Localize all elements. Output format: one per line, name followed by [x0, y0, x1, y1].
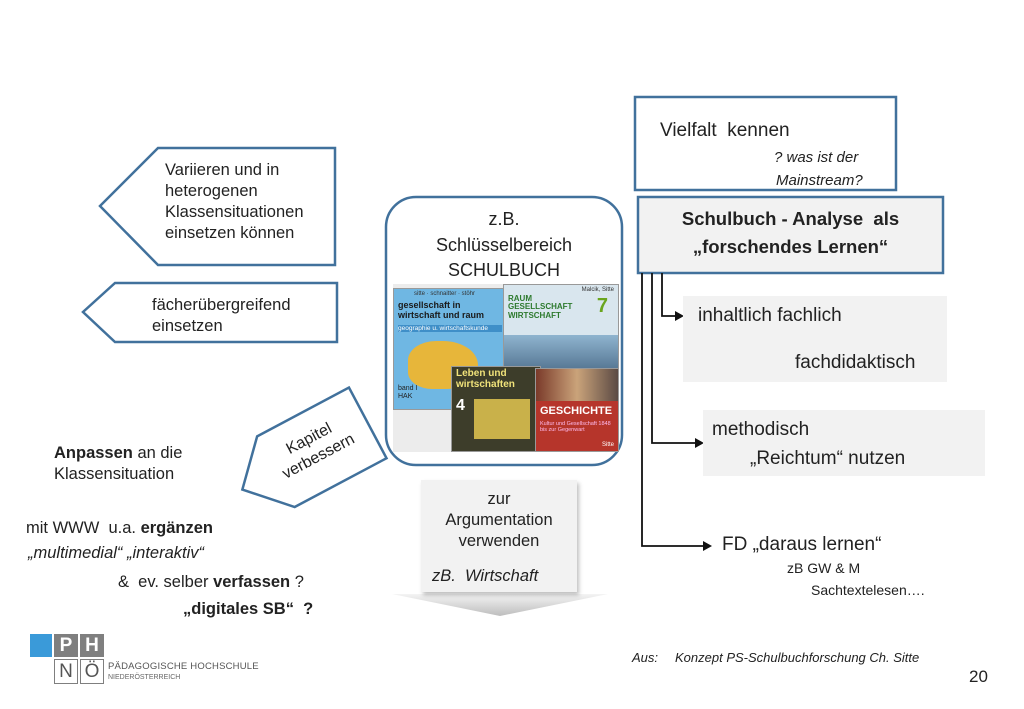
book3-graphic: [474, 399, 530, 439]
left-arrow-variieren: [98, 146, 337, 267]
logo-line2: NIEDERÖSTERREICH: [108, 674, 181, 681]
book3-number: 4: [456, 397, 465, 414]
reichtum-text: „Reichtum“ nutzen: [750, 448, 906, 469]
book3-title: Leben und wirtschaften: [456, 368, 515, 390]
inhaltlich-box: [683, 296, 947, 382]
connector-lines: [641, 273, 708, 547]
anpassen-rest: an die: [132, 444, 183, 462]
analyse-title: Schulbuch - Analyse als „forschendes Ler…: [638, 205, 943, 261]
book1-authors: sitte · schnaitter · stöhr: [414, 291, 476, 297]
book4-photo: [536, 369, 618, 401]
page-number: 20: [969, 667, 988, 686]
logo-cell-o: Ö: [80, 659, 104, 684]
selber-suffix: ?: [290, 573, 304, 591]
faecher-line: einsetzen: [152, 317, 223, 336]
argumentation-text: zur Argumentation verwenden: [421, 489, 577, 552]
fachdidaktisch-text: fachdidaktisch: [795, 352, 916, 373]
book2-authors: Malcik, Sitte: [581, 287, 614, 293]
book-cover-gesellschaft: sitte · schnaitter · stöhr gesellschaft …: [393, 288, 507, 410]
variieren-line: heterogenen: [165, 182, 258, 201]
analyse-box: [636, 195, 945, 275]
vielfalt-title: Vielfalt kennen: [660, 120, 790, 141]
anpassen-line2: Klassensituation: [54, 465, 175, 484]
logo-cell-h: H: [80, 634, 104, 657]
argumentation-box: [421, 480, 577, 592]
book1-subtitle: geographie u. wirtschaftskunde: [398, 325, 502, 332]
www-prefix: mit WWW u.a.: [26, 519, 141, 537]
argumentation-last: zB. Wirtschaft: [432, 567, 539, 585]
sachtext-text: Sachtextelesen….: [811, 582, 925, 598]
book4-authors: Sitte: [601, 442, 614, 448]
book-cover-raum: Malcik, Sitte RAUM GESELLSCHAFT WIRTSCHA…: [503, 284, 619, 376]
book2-title: RAUM GESELLSCHAFT WIRTSCHAFT: [508, 294, 573, 320]
center-line: SCHULBUCH: [447, 260, 561, 281]
ph-logo: P H N Ö PÄDAGOGISCHE HOCHSCHULE NIEDERÖS…: [30, 634, 260, 686]
book-cover-leben: Leben und wirtschaften 4: [451, 366, 541, 452]
center-title: z.B. Schlüsselbereich SCHULBUCH: [392, 207, 616, 284]
digitales-line: „digitales SB“ ?: [183, 600, 314, 618]
faecher-text: fächerübergreifend einsetzen: [152, 295, 291, 337]
selber-prefix: & ev. selber: [118, 573, 214, 591]
zbgw-text: zB GW & M: [787, 560, 861, 576]
book2-number: 7: [596, 295, 608, 317]
variieren-line: Variieren und in: [165, 161, 280, 179]
analyse-line: Schulbuch - Analyse als: [681, 208, 900, 229]
www-line: mit WWW u.a. ergänzen: [26, 518, 213, 539]
anpassen-bold: Anpassen: [54, 444, 133, 462]
book4-title: GESCHICHTE: [540, 405, 613, 417]
variieren-line: einsetzen können: [165, 224, 295, 243]
mainstream-line1: ? was ist der: [774, 149, 859, 166]
left-arrow-faecher: [81, 281, 339, 344]
argumentation-line: zur: [487, 490, 511, 508]
anpassen-text: Anpassen an die Klassensituation: [54, 443, 182, 485]
selber-bold: verfassen: [213, 573, 291, 591]
book4-subtitle: Kultur und Gesellschaft 1848 bis zur Geg…: [540, 421, 611, 434]
logo-cell-blank: [30, 634, 52, 657]
mainstream-line2: Mainstream?: [776, 172, 863, 189]
argumentation-line: verwenden: [458, 532, 540, 551]
source-text: Konzept PS-Schulbuchforschung Ch. Sitte: [675, 650, 920, 665]
inhaltlich-text: inhaltlich fachlich: [698, 305, 842, 326]
logo-cell-p: P: [54, 634, 78, 657]
source-aus: Aus:: [632, 650, 659, 665]
book1-title: gesellschaft in wirtschaft und raum: [398, 300, 485, 320]
center-line: Schlüsselbereich: [435, 234, 573, 255]
arrow-kapitel-verbessern: [240, 385, 389, 509]
book-collage: sitte · schnaitter · stöhr gesellschaft …: [393, 284, 619, 452]
selber-line: & ev. selber verfassen ?: [118, 572, 304, 593]
methodisch-text: methodisch: [712, 419, 810, 440]
book-cover-geschichte: GESCHICHTE Kultur und Gesellschaft 1848 …: [535, 368, 619, 452]
book1-label: band I HAK: [398, 385, 418, 400]
argumentation-line: Argumentation: [445, 511, 553, 530]
fd-text: FD „daraus lernen“: [722, 534, 882, 555]
logo-line1: PÄDAGOGISCHE HOCHSCHULE: [108, 661, 259, 672]
faecher-line: fächerübergreifend: [152, 296, 291, 314]
variieren-text: Variieren und in heterogenen Klassensitu…: [165, 160, 304, 244]
vielfalt-box: [633, 95, 898, 192]
analyse-line: „forschendes Lernen“: [692, 235, 889, 257]
www-bold: ergänzen: [140, 519, 214, 537]
down-arrow-shape: [392, 594, 608, 616]
center-line: z.B.: [488, 209, 520, 229]
multimedial-line: „multimedial“ „interaktiv“: [28, 544, 205, 562]
logo-cell-n: N: [54, 659, 78, 684]
methodisch-box: [703, 410, 985, 476]
variieren-line: Klassensituationen: [165, 203, 304, 222]
